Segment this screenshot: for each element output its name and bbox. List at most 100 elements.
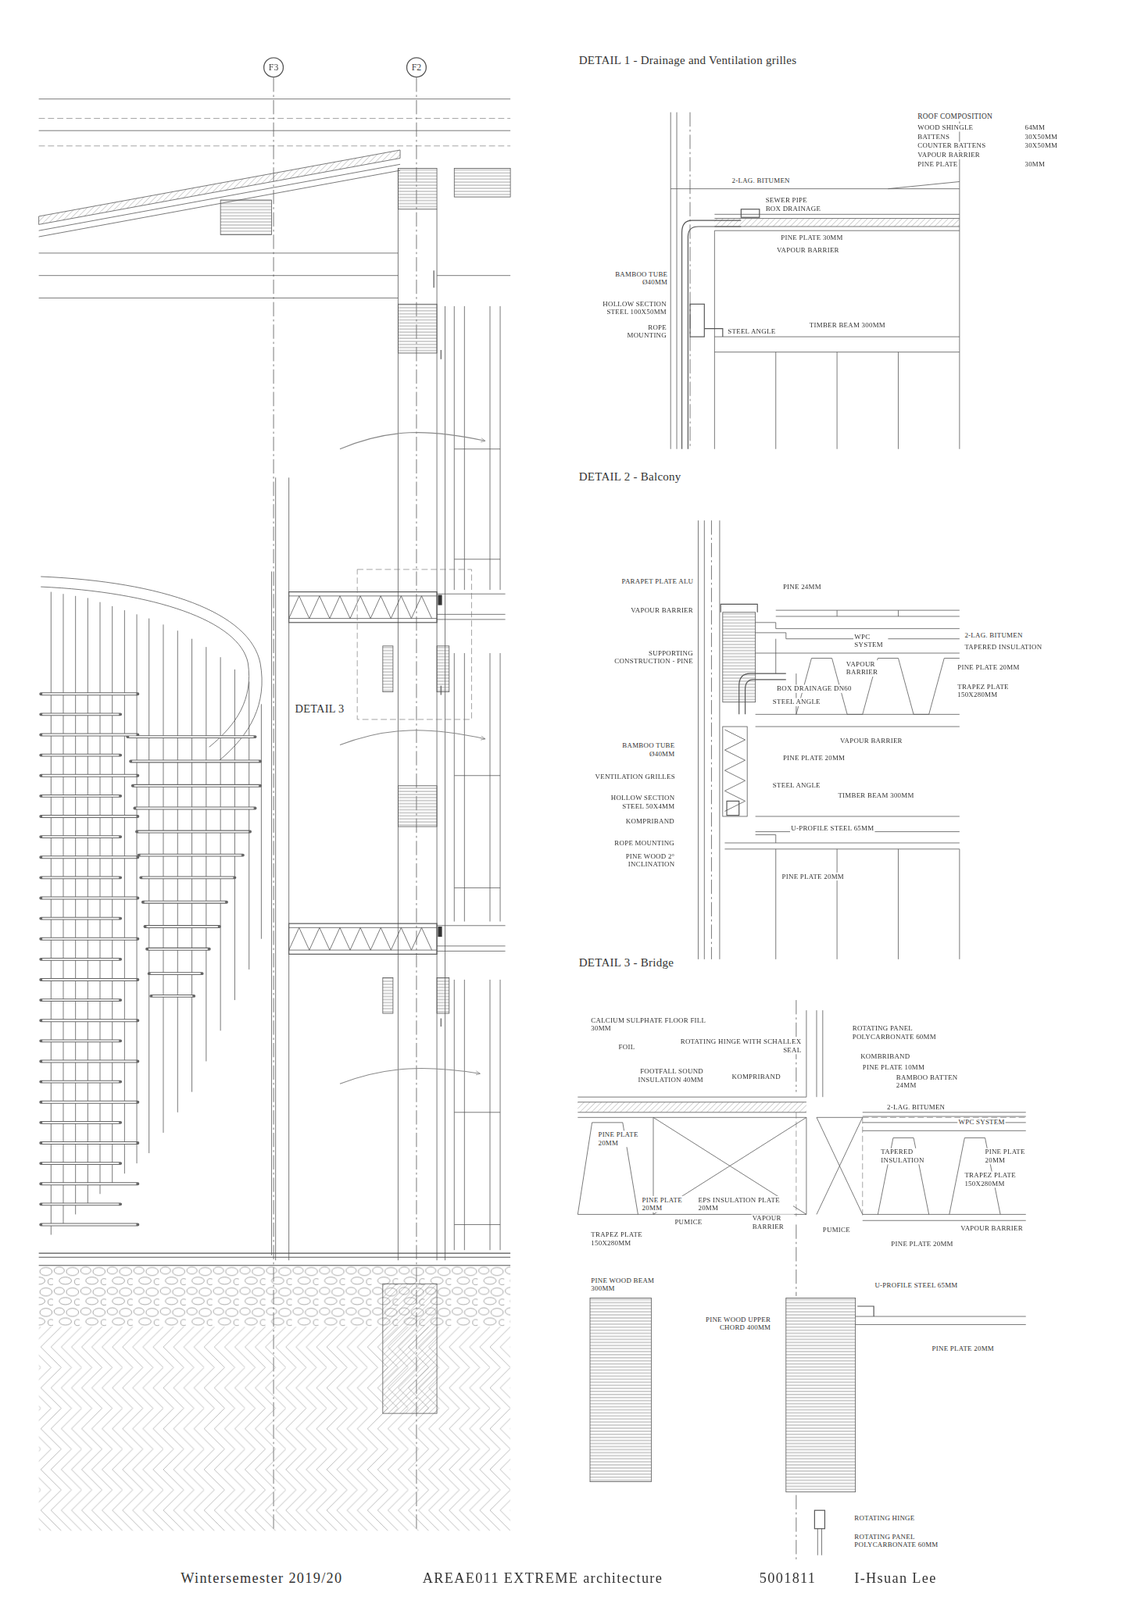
part-label: BOX DRAINAGE (764, 205, 822, 215)
part-label: PINE PLATE 30MM (779, 233, 844, 243)
part-label: BAMBOO TUBE Ø40MM (614, 742, 676, 759)
part-label: ROOF COMPOSITION (916, 112, 994, 122)
part-label: VAPOUR BARRIER (916, 150, 981, 160)
part-label: 2-LAG. BITUMEN (963, 632, 1024, 641)
slab-truss (289, 926, 506, 952)
part-label: STEEL ANGLE (772, 697, 823, 707)
part-label: FOOTFALL SOUND INSULATION 40MM (629, 1067, 705, 1084)
glazing (454, 306, 501, 1251)
steel-post (437, 926, 442, 937)
part-label: PUMICE (673, 1219, 704, 1228)
soil-layer (39, 1326, 511, 1531)
part-label: PINE PLATE (916, 160, 959, 169)
timber-block (436, 646, 450, 693)
part-label: VAPOUR BARRIER (839, 736, 904, 746)
part-label: 2-LAG. BITUMEN (730, 176, 791, 186)
airflow-arrow (339, 730, 485, 746)
part-label: PINE WOOD BEAM 300MM (590, 1276, 666, 1294)
detail-heading: DETAIL 1 - Drainage and Ventilation gril… (577, 53, 798, 68)
part-label: ROTATING PANEL POLYCARBONATE 60MM (853, 1533, 950, 1550)
stair-rail (40, 576, 262, 761)
part-label: PUMICE (822, 1226, 852, 1235)
timber-block (382, 646, 394, 693)
hidden-line (39, 118, 511, 147)
part-label: SUPPORTING CONSTRUCTION - PINE (610, 649, 694, 666)
timber-block (436, 977, 450, 1014)
sound-insulation (577, 1102, 807, 1113)
part-label: WPC SYSTEM (853, 632, 888, 650)
part-label: U-PROFILE STEEL 65MM (790, 824, 876, 834)
part-label: TIMBER BEAM 300MM (836, 792, 916, 802)
part-label: ROTATING HINGE (853, 1514, 916, 1524)
detail-heading: DETAIL 2 - Balcony (577, 470, 683, 485)
ventilation-grille (722, 726, 748, 817)
part-label: PINE PLATE 20MM (956, 663, 1021, 673)
part-label: BATTENS (916, 132, 951, 142)
deck-boards (775, 610, 960, 617)
part-label: KOMPRIBAND (730, 1072, 782, 1082)
part-label: PINE PLATE 20MM (983, 1148, 1027, 1166)
part-label: BOX DRAINAGE DN60 (775, 684, 853, 694)
floor-slab (289, 592, 437, 623)
wall-line (275, 168, 446, 1262)
part-label: STEEL ANGLE (772, 782, 823, 791)
floor-slab (289, 923, 437, 955)
part-label: KOMPRIBAND (624, 817, 676, 827)
grid-label: F3 (268, 62, 279, 73)
part-label: VAPOUR BARRIER (959, 1224, 1024, 1234)
pine-plate (855, 1316, 1027, 1325)
part-label: 64MM (1023, 123, 1046, 133)
roof-line (670, 182, 960, 190)
part-label: VAPOUR BARRIER (775, 246, 841, 255)
part-label: PINE PLATE 20MM (597, 1130, 641, 1148)
footer-text: 5001811 (758, 1570, 818, 1588)
part-label: EPS INSULATION PLATE 20MM (697, 1196, 794, 1213)
axis-line (711, 520, 712, 960)
rafter (454, 168, 511, 198)
part-label: TAPERED INSULATION (879, 1148, 936, 1166)
part-label: PINE PLATE 20MM (780, 872, 845, 882)
part-label: PINE PLATE 10MM (861, 1063, 926, 1073)
part-label: VAPOUR BARRIER (629, 606, 694, 616)
timber-block (382, 977, 394, 1014)
axis-line (690, 112, 691, 450)
stair-tread-inner (42, 693, 259, 1225)
part-label: VENTILATION GRILLES (593, 772, 676, 782)
bamboo-tube (697, 520, 719, 960)
rotating-hinge (814, 1510, 825, 1530)
part-label: PINE PLATE 20MM (782, 754, 847, 763)
grid-label: F2 (411, 62, 422, 73)
part-label: WOOD SHINGLE (916, 123, 975, 133)
footer-text: I-Hsuan Lee (853, 1570, 938, 1588)
u-profile (857, 1306, 874, 1317)
polycarbonate-panel (806, 1010, 823, 1098)
footer-text: AREAE011 EXTREME architecture (421, 1570, 664, 1588)
part-label: VAPOUR BARRIER (750, 1214, 794, 1231)
part-label: ROTATING PANEL POLYCARBONATE 60MM (851, 1024, 955, 1041)
part-label: PINE PLATE 20MM (640, 1196, 684, 1213)
steel-angle (704, 328, 723, 337)
steel-post (437, 595, 442, 606)
part-label: SEWER PIPE (764, 196, 809, 205)
roof-layer (39, 164, 401, 237)
part-label: HOLLOW SECTION STEEL 50X4MM (608, 793, 676, 811)
gravel-layer (39, 1265, 511, 1327)
bridge-slab (577, 1117, 807, 1215)
floor-fill (577, 1097, 807, 1113)
part-label: PINE WOOD UPPER CHORD 400MM (686, 1315, 773, 1333)
detail-heading: DETAIL 3 - Bridge (577, 956, 675, 971)
part-label: TRAPEZ PLATE 150X280MM (956, 683, 1020, 700)
part-label: 30X50MM (1023, 142, 1059, 151)
part-label: TAPERED INSULATION (963, 643, 1044, 652)
detail-frame (357, 569, 472, 720)
part-label: ROPE MOUNTING (618, 323, 669, 340)
part-label: KOMBRIBAND (859, 1052, 912, 1062)
parapet-plate (720, 604, 758, 612)
part-label: ROTATING HINGE WITH SCHALLEX SEAL (673, 1037, 803, 1055)
upper-chord (786, 1298, 856, 1493)
part-label: VAPOUR BARRIER (845, 660, 887, 677)
box-drainage (740, 209, 760, 218)
rafter (220, 200, 272, 235)
part-label: FOIL (617, 1043, 636, 1052)
